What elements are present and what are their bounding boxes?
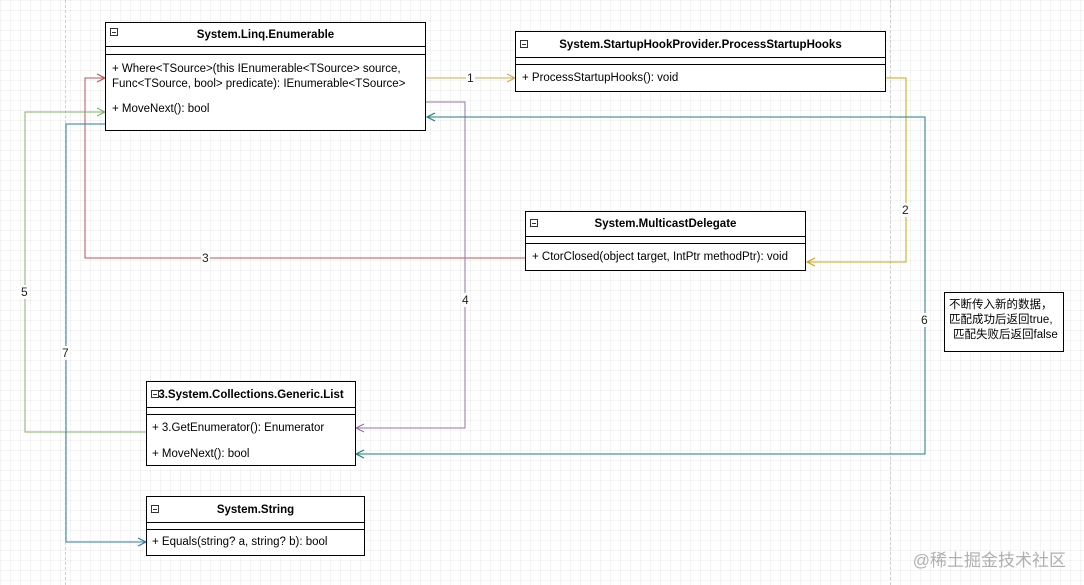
member-processstartuphooks[interactable]: + ProcessStartupHooks(): void	[522, 72, 679, 84]
class-enumerable-attr-section	[106, 47, 425, 55]
edge-6a	[356, 333, 926, 454]
collapse-toggle-icon[interactable]	[530, 219, 538, 227]
member-where-line2[interactable]: Func<TSource, bool> predicate): IEnumera…	[112, 78, 406, 90]
class-generic-list[interactable]: 3.System.Collections.Generic.List + 3.Ge…	[146, 381, 356, 466]
class-list-title: 3.System.Collections.Generic.List	[158, 389, 344, 401]
class-string-header[interactable]: System.String	[147, 497, 364, 523]
collapse-toggle-icon[interactable]	[110, 28, 118, 36]
class-list-attr-section	[147, 408, 355, 415]
note-line-3: 匹配失败后返回false	[953, 329, 1058, 341]
edge-label-3: 3	[201, 251, 210, 265]
edge-7	[65, 123, 146, 542]
class-multicast-delegate[interactable]: System.MulticastDelegate + CtorClosed(ob…	[525, 211, 806, 271]
member-where-line1[interactable]: + Where<TSource>(this IEnumerable<TSourc…	[112, 63, 401, 75]
collapse-toggle-icon[interactable]	[151, 390, 159, 398]
edge-label-7: 7	[61, 346, 70, 360]
member-equals[interactable]: + Equals(string? a, string? b): bool	[152, 536, 328, 548]
class-startup-header[interactable]: System.StartupHookProvider.ProcessStartu…	[516, 32, 885, 58]
collapse-toggle-icon[interactable]	[151, 505, 159, 513]
edge-label-2: 2	[901, 203, 910, 217]
member-movenext[interactable]: + MoveNext(): bool	[112, 103, 210, 115]
edge-label-5: 5	[20, 285, 29, 299]
edge-label-1: 1	[466, 71, 475, 85]
class-multicast-header[interactable]: System.MulticastDelegate	[526, 212, 805, 237]
note-line-2: 匹配成功后返回true,	[949, 314, 1053, 326]
edge-label-4: 4	[461, 293, 470, 307]
class-list-header[interactable]: 3.System.Collections.Generic.List	[147, 382, 355, 408]
watermark: @稀土掘金技术社区	[912, 551, 1066, 570]
edge-6b	[427, 117, 926, 333]
member-ctorclosed[interactable]: + CtorClosed(object target, IntPtr metho…	[532, 251, 788, 263]
edge-4	[356, 101, 466, 428]
member-getenumerator[interactable]: + 3.GetEnumerator(): Enumerator	[152, 422, 325, 434]
class-startup-title: System.StartupHookProvider.ProcessStartu…	[559, 39, 842, 51]
annotation-note[interactable]: 不断传入新的数据， 匹配成功后返回true, 匹配失败后返回false	[944, 292, 1064, 352]
class-multicast-title: System.MulticastDelegate	[594, 218, 737, 230]
collapse-toggle-icon[interactable]	[520, 40, 528, 48]
class-multicast-attr-section	[526, 237, 805, 244]
member-list-movenext[interactable]: + MoveNext(): bool	[152, 448, 250, 460]
edge-3	[84, 78, 525, 259]
class-startup-attr-section	[516, 58, 885, 65]
class-startup-hook-provider[interactable]: System.StartupHookProvider.ProcessStartu…	[515, 31, 886, 92]
class-string-title: System.String	[216, 504, 295, 516]
class-enumerable-header[interactable]: System.Linq.Enumerable	[106, 23, 425, 47]
class-enumerable-title: System.Linq.Enumerable	[196, 29, 335, 41]
class-string-attr-section	[147, 523, 364, 530]
class-enumerable[interactable]: System.Linq.Enumerable + Where<TSource>(…	[105, 22, 426, 131]
edge-2	[807, 77, 907, 262]
note-line-1: 不断传入新的数据，	[949, 299, 1053, 311]
edge-5	[24, 112, 146, 433]
edge-label-6: 6	[920, 313, 929, 327]
class-string[interactable]: System.String + Equals(string? a, string…	[146, 496, 365, 556]
